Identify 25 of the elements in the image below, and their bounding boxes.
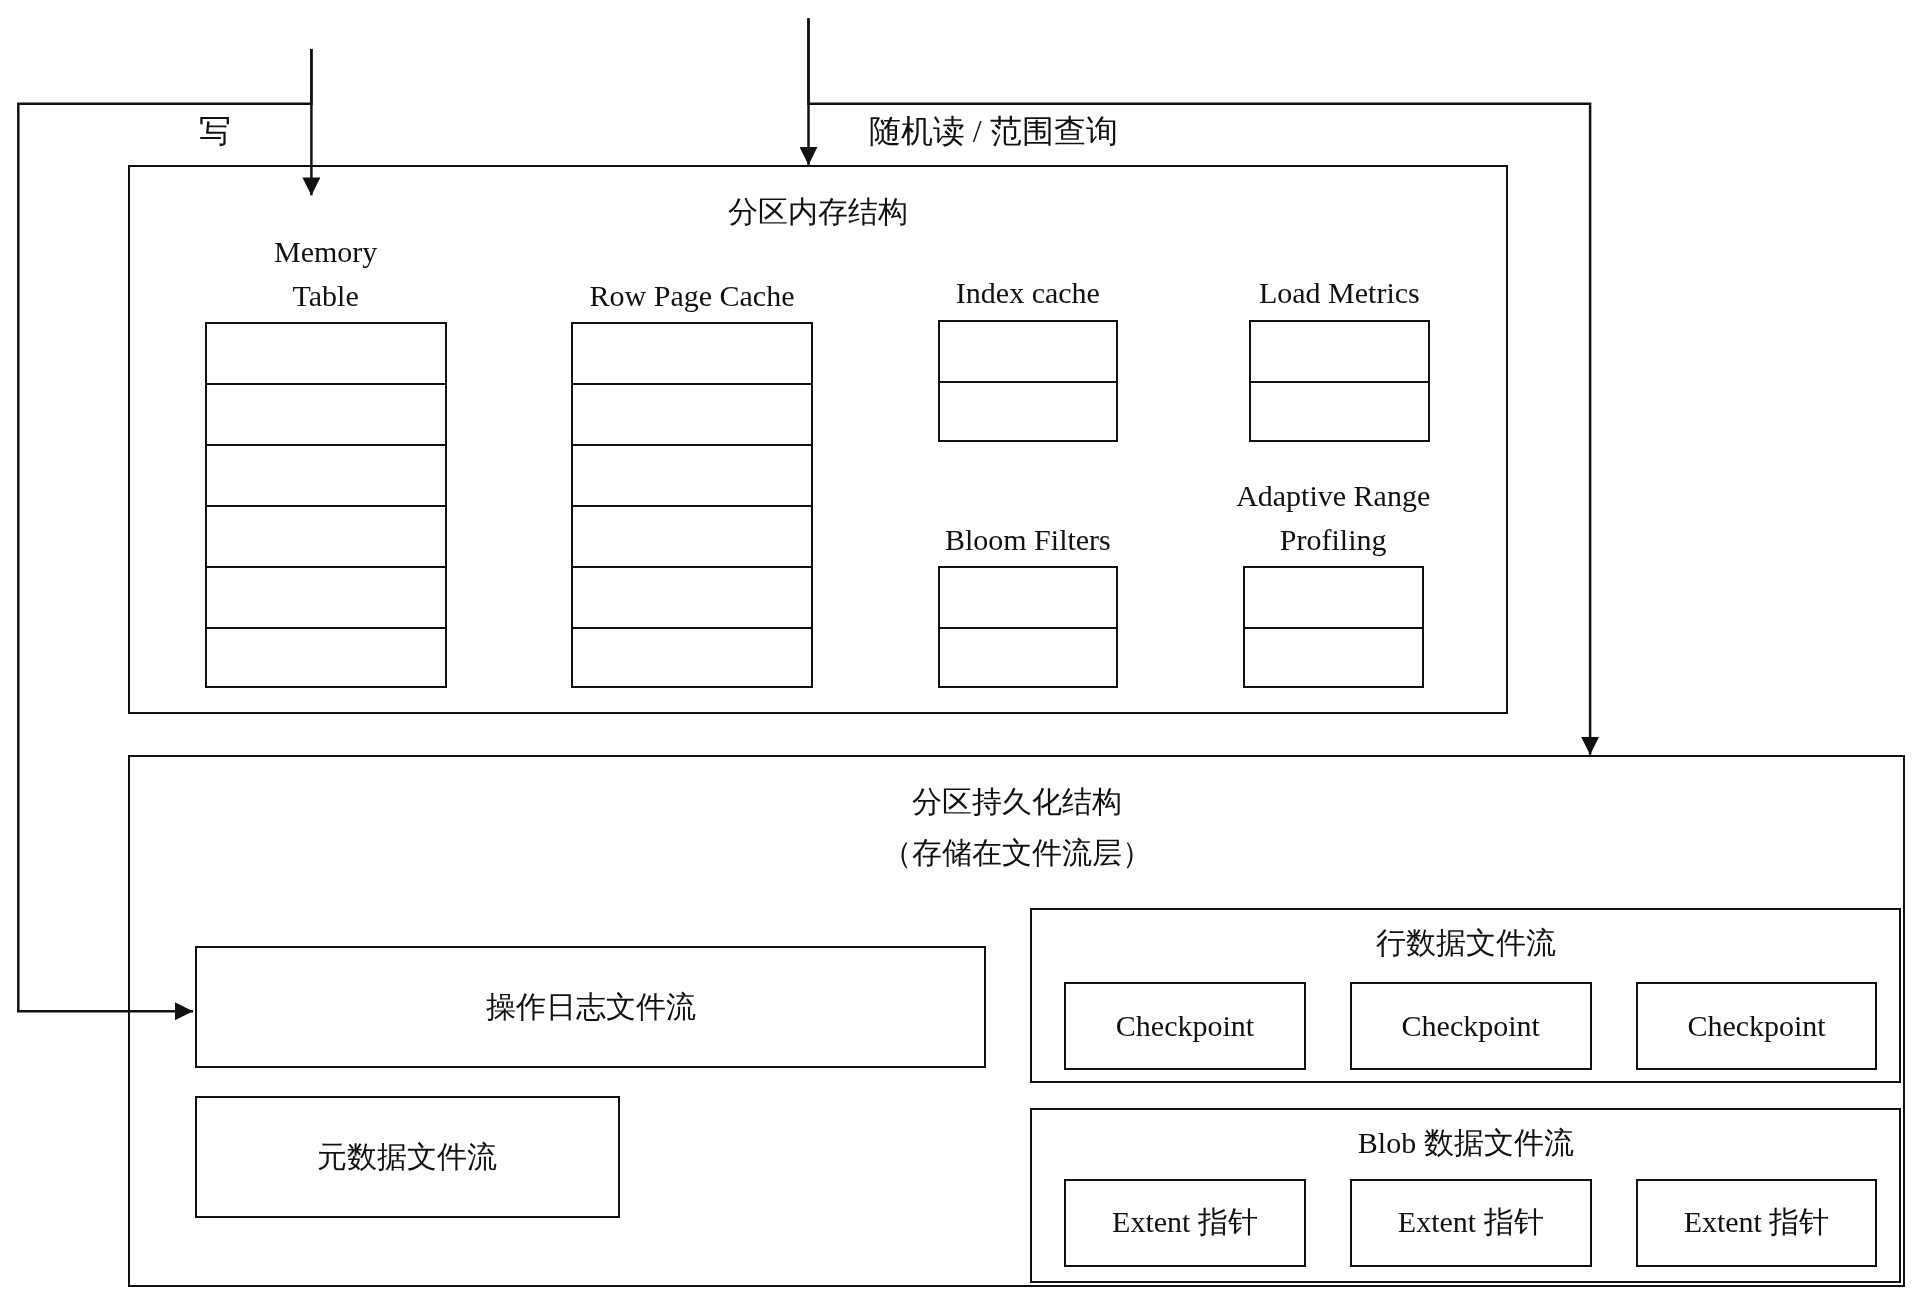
arrow [17, 48, 313, 1021]
group-title: 分区内存结构 [728, 193, 909, 230]
file-stream-box: 元数据文件流 [194, 1096, 620, 1219]
file-stream-box: Extent 指针 [1064, 1178, 1306, 1267]
table-heading: Row Page Cache [588, 277, 796, 314]
table-heading: Load Metrics [1257, 275, 1421, 312]
table-heading: Index cache [954, 275, 1101, 312]
file-stream-box: Checkpoint [1635, 982, 1878, 1071]
file-stream-box: 操作日志文件流 [194, 946, 987, 1069]
file-stream-box: Checkpoint [1064, 982, 1306, 1071]
group-box [128, 754, 1906, 1288]
group-box [1030, 908, 1902, 1083]
arrow [807, 18, 1600, 755]
group-title: Blob 数据文件流 [1357, 1125, 1574, 1162]
file-stream-box: Extent 指针 [1349, 1178, 1592, 1267]
table-heading: Adaptive Range Profiling [1235, 478, 1432, 558]
group-subtitle: （存储在文件流层） [881, 835, 1152, 871]
file-stream-box: Checkpoint [1349, 982, 1592, 1071]
group-title: 行数据文件流 [1375, 924, 1556, 961]
group-title: 分区持久化结构 [911, 783, 1122, 820]
file-stream-box: Extent 指针 [1635, 1178, 1878, 1267]
table-heading: Bloom Filters [943, 521, 1112, 558]
group-box [128, 164, 1509, 715]
group-box [1030, 1108, 1902, 1284]
table-heading: Memory Table [272, 234, 379, 314]
